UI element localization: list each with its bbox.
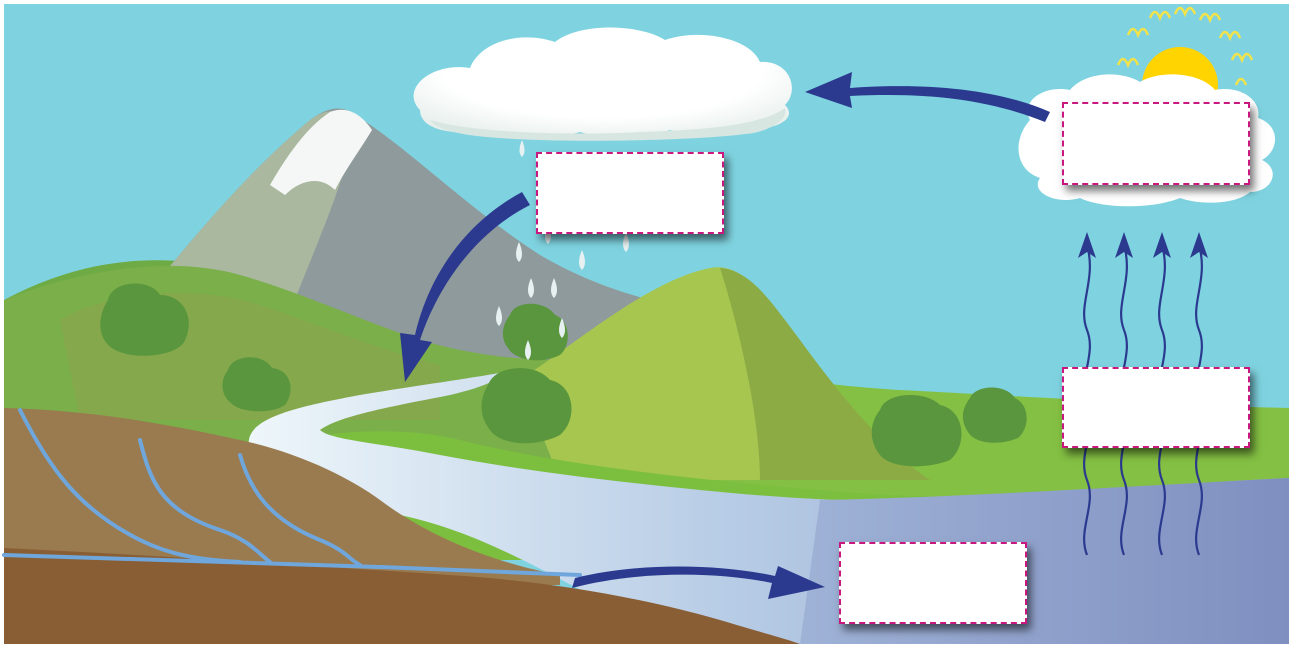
label-box-collection[interactable] [839,542,1027,624]
label-box-condensation[interactable] [536,152,724,234]
label-box-cloud[interactable] [1062,102,1250,185]
label-box-evaporation[interactable] [1062,367,1250,448]
